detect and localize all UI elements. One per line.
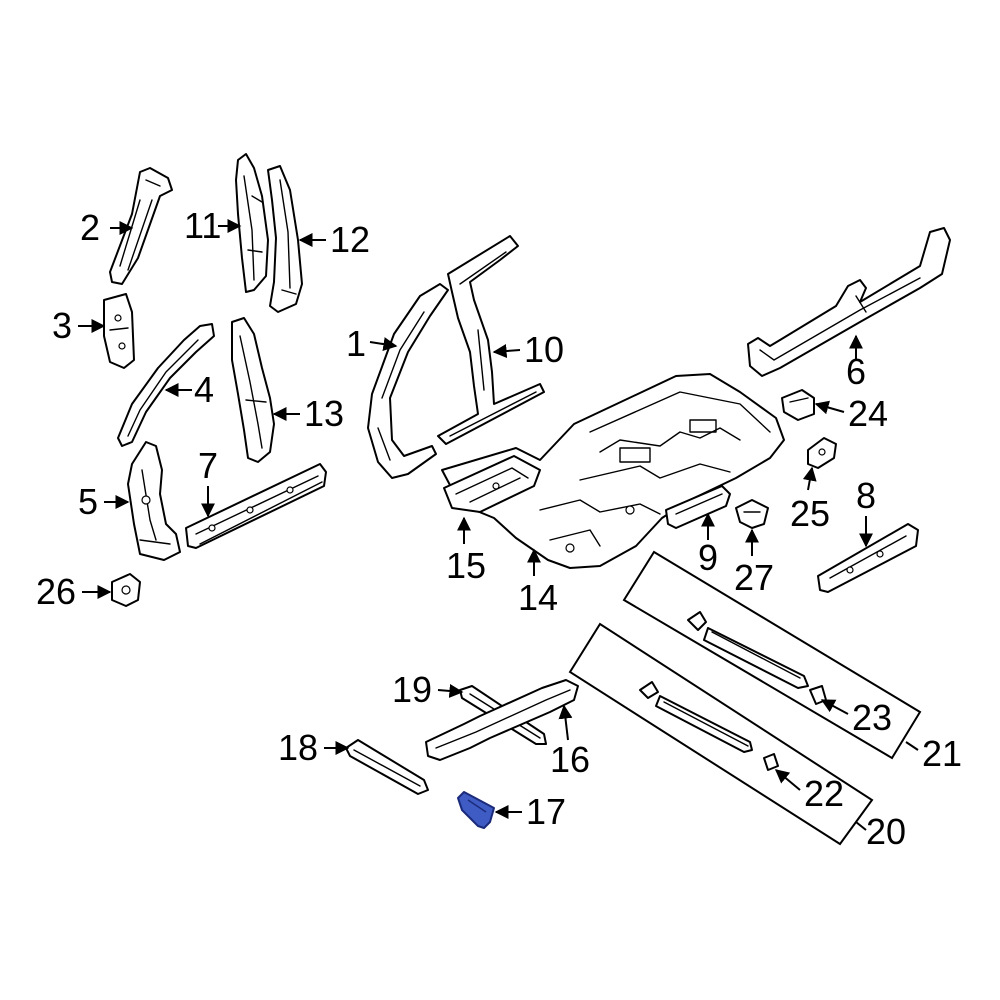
callout-20: 20 [866,811,906,852]
part-17[interactable] [457,791,495,829]
callout-labels: 1 2 3 4 5 6 7 8 9 10 11 12 13 14 15 16 1… [36,205,962,852]
part-26[interactable] [111,573,141,607]
part-16[interactable] [425,679,579,761]
part-15[interactable] [443,455,541,513]
part-5[interactable] [127,441,181,561]
part-27[interactable] [735,499,769,529]
callout-19: 19 [392,669,432,710]
callout-23: 23 [852,697,892,738]
part-2[interactable] [109,167,173,285]
callout-27: 27 [734,557,774,598]
callout-26: 26 [36,571,76,612]
callout-3: 3 [52,305,72,346]
callout-5: 5 [78,481,98,522]
callout-16: 16 [550,739,590,780]
leader-lines [78,219,919,831]
callout-22: 22 [804,773,844,814]
callout-8: 8 [856,475,876,516]
part-10[interactable] [437,235,545,445]
callout-10: 10 [524,329,564,370]
kit-box-21[interactable] [622,550,922,760]
callout-2: 2 [80,207,100,248]
part-9[interactable] [665,485,731,529]
callout-21: 21 [922,733,962,774]
part-14[interactable] [441,373,785,569]
callout-14: 14 [518,577,558,618]
callout-15: 15 [446,545,486,586]
part-3[interactable] [103,293,135,369]
part-7[interactable] [185,463,327,549]
part-24[interactable] [781,389,815,421]
part-6[interactable] [747,227,951,377]
callout-18: 18 [278,727,318,768]
kit-box-20[interactable] [568,622,874,846]
callout-11: 11 [184,205,221,246]
part-1[interactable] [367,283,449,479]
callout-1: 1 [346,323,366,364]
callout-7: 7 [198,445,218,486]
callout-13: 13 [304,393,344,434]
callout-4: 4 [194,369,214,410]
part-18[interactable] [345,739,429,795]
callout-12: 12 [330,219,370,260]
part-4[interactable] [117,323,215,447]
part-25[interactable] [807,437,837,469]
callout-9: 9 [698,537,718,578]
callout-25: 25 [790,493,830,534]
callout-24: 24 [848,393,888,434]
part-8[interactable] [817,523,919,593]
callout-6: 6 [846,351,866,392]
part-12[interactable] [267,165,303,313]
part-11[interactable] [235,153,269,293]
part-13[interactable] [231,317,275,463]
callout-17: 17 [526,791,566,832]
